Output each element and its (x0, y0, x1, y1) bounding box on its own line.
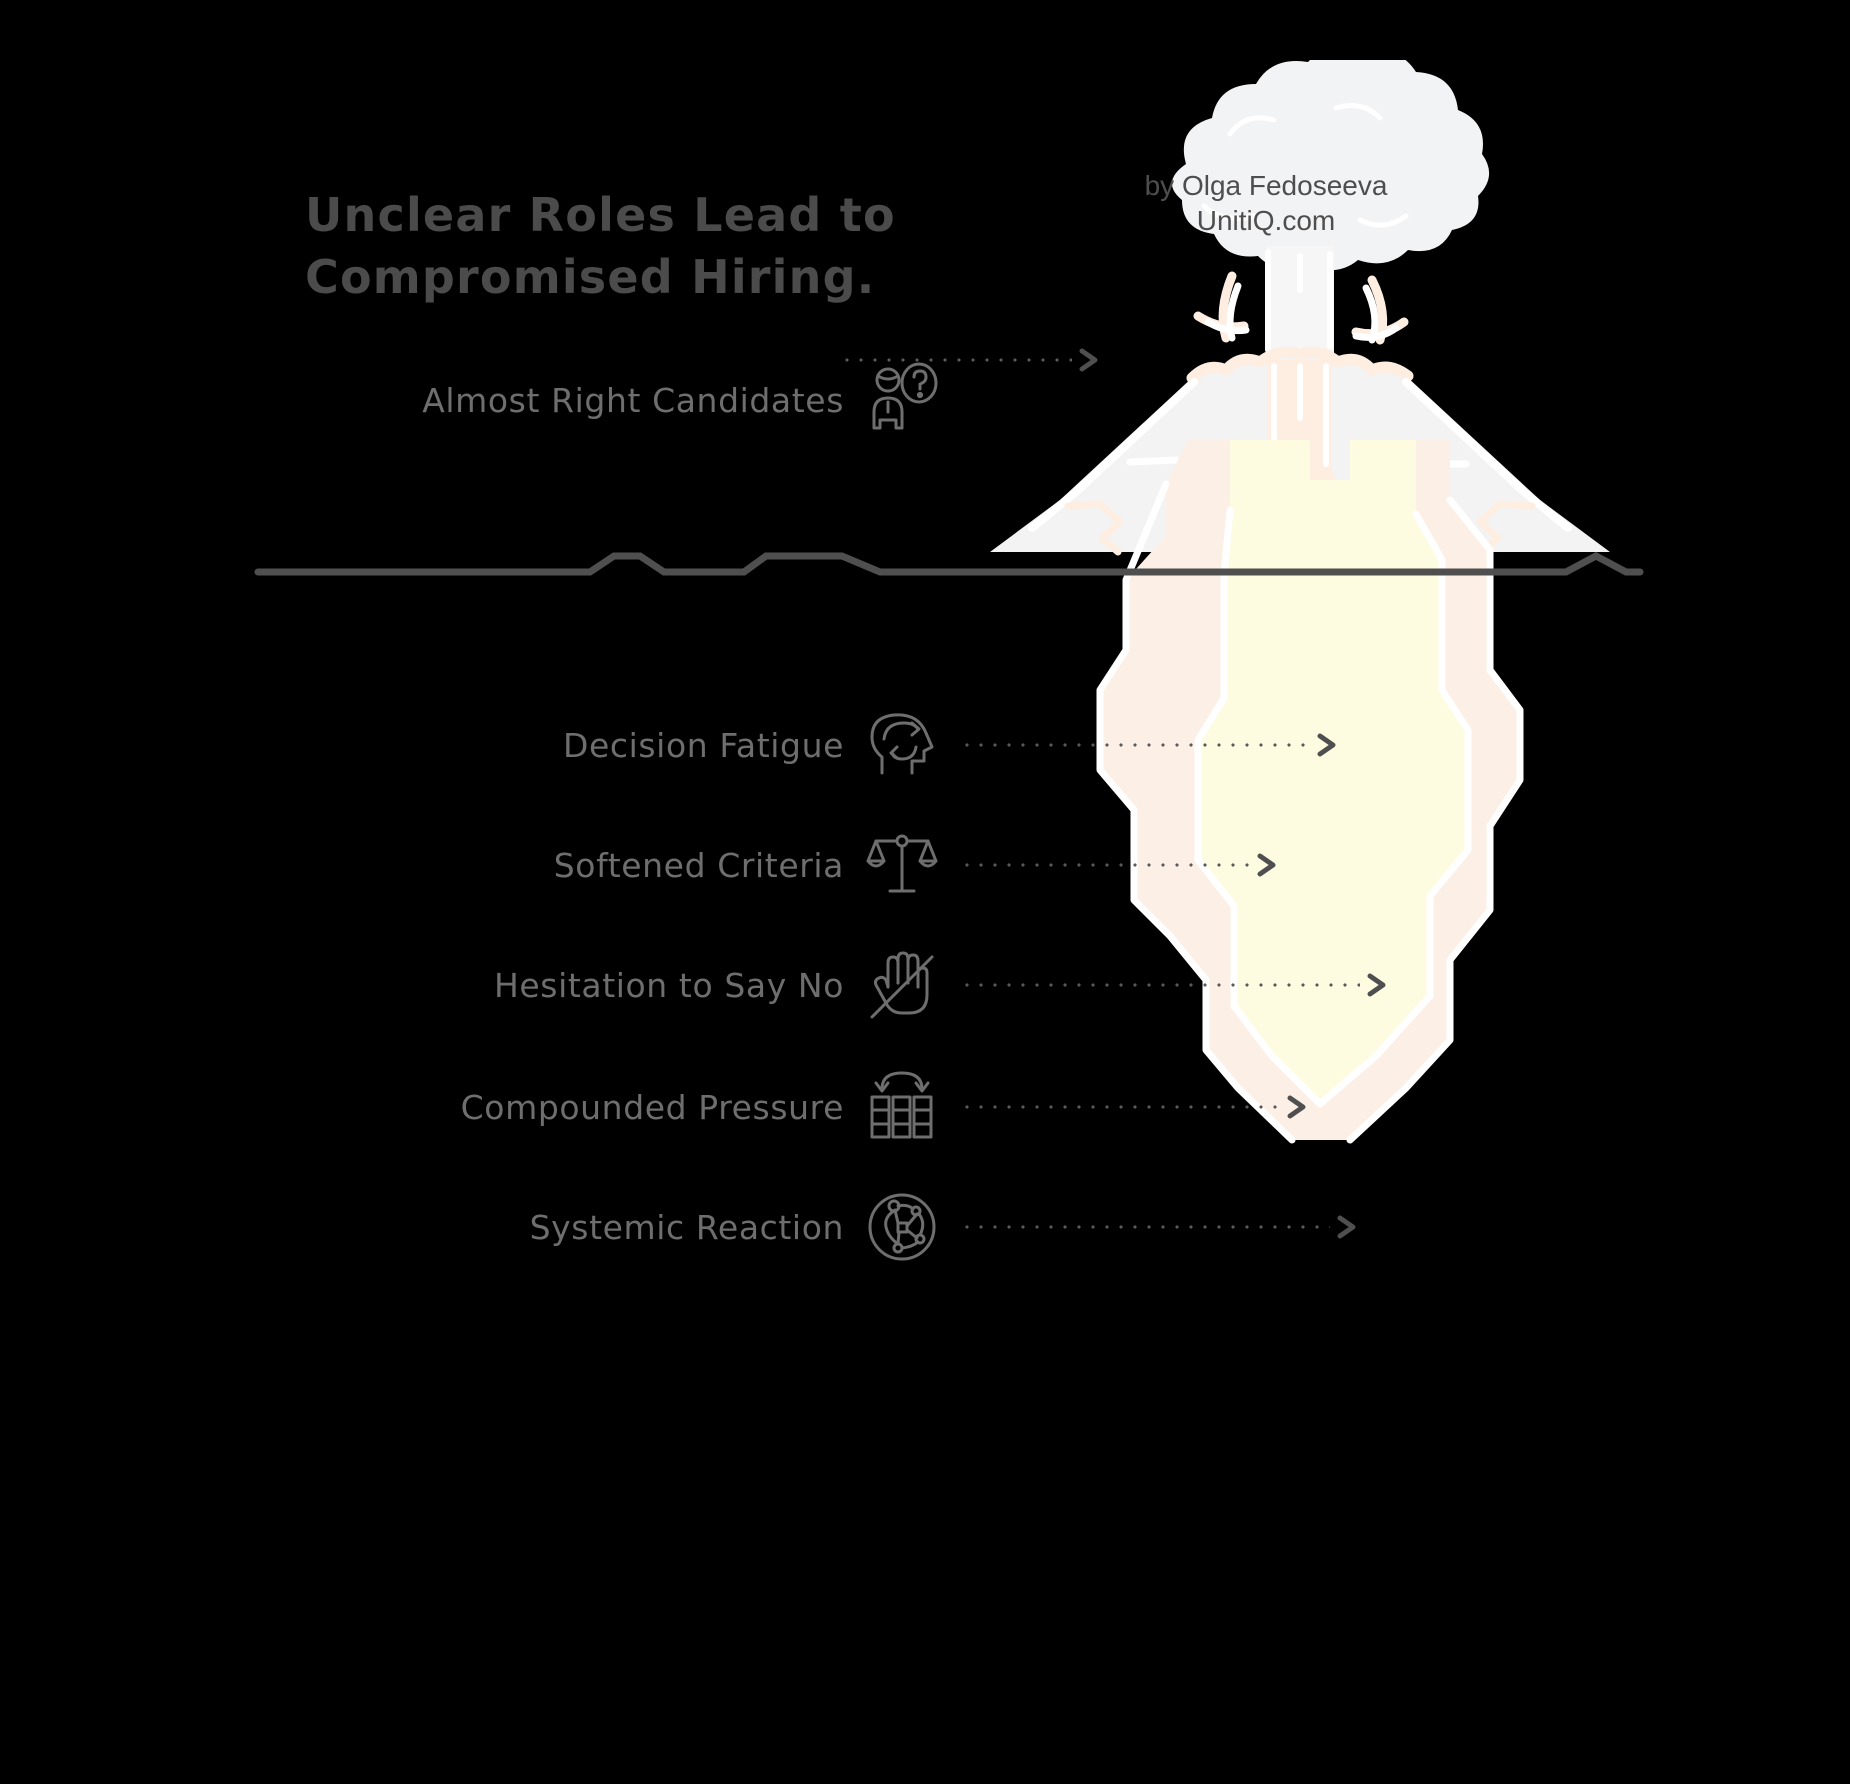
chevron-right-icon (1364, 971, 1390, 999)
connector-dots (960, 1225, 1330, 1229)
page-title-line-1: Unclear Roles Lead to (305, 188, 896, 242)
connector-deep-1 (960, 851, 1280, 879)
deep-item-label: Softened Criteria (553, 845, 844, 885)
hand-slash-icon (864, 947, 940, 1023)
deep-item-systemic-reaction[interactable]: Systemic Reaction (400, 1187, 940, 1267)
connector-dots (960, 863, 1250, 867)
deep-item-decision-fatigue[interactable]: Decision Fatigue (420, 705, 940, 785)
magma-inner-layer (1198, 440, 1468, 1104)
magma-chamber-illustration (1020, 440, 1620, 1270)
connector-dots (960, 1105, 1280, 1109)
person-question-icon (864, 362, 940, 438)
deep-item-hesitation-to-say-no[interactable]: Hesitation to Say No (360, 945, 940, 1025)
deep-item-compounded-pressure[interactable]: Compounded Pressure (340, 1067, 940, 1147)
connector-deep-4 (960, 1213, 1360, 1241)
deep-item-label: Systemic Reaction (529, 1207, 844, 1247)
connector-dots (960, 983, 1360, 987)
deep-item-label: Hesitation to Say No (493, 965, 844, 1005)
connector-deep-3 (960, 1093, 1310, 1121)
connector-deep-2 (960, 971, 1390, 999)
chevron-right-icon (1334, 1213, 1360, 1241)
page-title: Unclear Roles Lead to Compromised Hiring… (305, 185, 1065, 308)
smoke-cloud-icon (1171, 47, 1490, 271)
connector-dots (840, 358, 1072, 362)
surface-item-label: Almost Right Candidates (422, 380, 844, 420)
deep-item-label: Decision Fatigue (562, 725, 844, 765)
ground-line (0, 540, 1850, 600)
deep-item-softened-criteria[interactable]: Softened Criteria (420, 825, 940, 905)
head-cycle-icon (864, 707, 940, 783)
network-circle-icon (864, 1189, 940, 1265)
connector-surface-0 (840, 346, 1102, 374)
stacked-blocks-arrows-icon (864, 1069, 940, 1145)
surface-item-almost-right-candidates[interactable]: Almost Right Candidates (300, 360, 940, 440)
chevron-right-icon (1076, 346, 1102, 374)
chevron-right-icon (1314, 731, 1340, 759)
chevron-right-icon (1284, 1093, 1310, 1121)
connector-deep-0 (960, 731, 1340, 759)
eruption-column (1265, 246, 1334, 360)
balance-scale-icon (864, 827, 940, 903)
connector-dots (960, 743, 1310, 747)
page-title-line-2: Compromised Hiring. (305, 249, 876, 304)
chevron-right-icon (1254, 851, 1280, 879)
deep-item-label: Compounded Pressure (460, 1087, 844, 1127)
